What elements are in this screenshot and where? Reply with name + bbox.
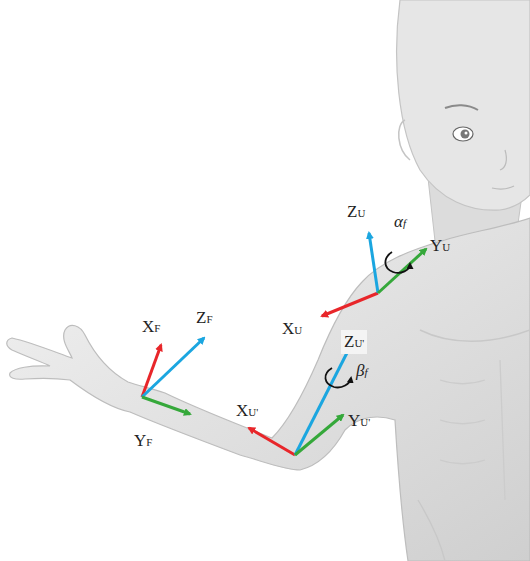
axis-label: XU xyxy=(282,320,302,337)
axis-label: ZF xyxy=(196,309,213,326)
axis-label: ZU xyxy=(347,203,365,220)
axis-label: XU' xyxy=(236,402,258,419)
axis-label: XF xyxy=(142,318,160,335)
axis-label: ZU' xyxy=(341,330,367,354)
axis-label: YU xyxy=(430,237,450,254)
angle-label: αf xyxy=(394,213,406,230)
axis-label: YU' xyxy=(348,412,370,429)
axis-label: YF xyxy=(134,432,152,449)
angle-label: βf xyxy=(356,362,368,379)
